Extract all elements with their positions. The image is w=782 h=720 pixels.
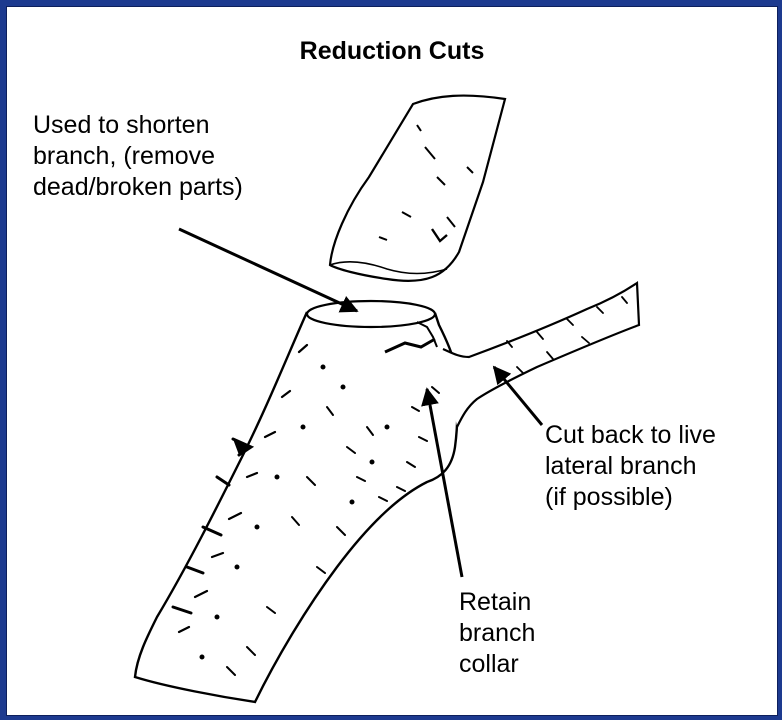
- cut-back-label-line: Cut back to live: [545, 420, 716, 451]
- lateral-branch: [443, 283, 639, 427]
- shorten-label-line: dead/broken parts): [33, 172, 243, 203]
- diagram-frame: Reduction Cuts Used to shorten branch, (…: [6, 6, 778, 716]
- shorten-label-line: Used to shorten: [33, 110, 243, 141]
- retain-label-line: Retain: [459, 587, 535, 618]
- retain-label-line: collar: [459, 649, 535, 680]
- cut-back-label-line: lateral branch: [545, 451, 716, 482]
- main-trunk: [135, 301, 457, 702]
- shorten-label-line: branch, (remove: [33, 141, 243, 172]
- retain-collar-label: Retain branch collar: [459, 587, 535, 680]
- removed-branch-piece: [330, 96, 505, 281]
- shorten-label: Used to shorten branch, (remove dead/bro…: [33, 110, 243, 203]
- retain-label-line: branch: [459, 618, 535, 649]
- cut-back-label-line: (if possible): [545, 482, 716, 513]
- diagram-title: Reduction Cuts: [7, 37, 777, 66]
- cut-back-label: Cut back to live lateral branch (if poss…: [545, 420, 716, 513]
- shorten-pointer: [179, 229, 357, 311]
